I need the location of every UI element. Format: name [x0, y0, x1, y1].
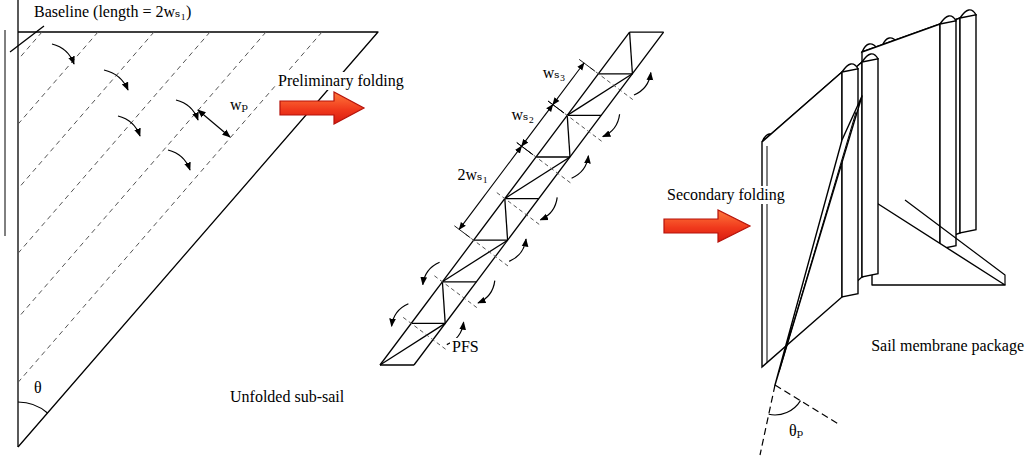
- dimension-label: wₛ₂: [510, 106, 537, 124]
- roll-side: [960, 15, 976, 233]
- fold-arrow: [392, 304, 409, 326]
- step-label: Preliminary folding: [276, 72, 406, 90]
- dimension-tick: [579, 59, 595, 71]
- dimension-label: 2wₛ₁: [456, 166, 491, 184]
- angle-arc: [769, 401, 801, 415]
- strip-edge: [380, 364, 414, 365]
- fold-rung: [505, 198, 539, 199]
- fold-diagonal: [567, 115, 570, 157]
- fold-rung: [567, 115, 601, 116]
- fold-diagonal: [630, 32, 633, 74]
- fold-diagonal: [505, 199, 508, 241]
- strip-edge: [414, 32, 664, 365]
- fold-diagonal: [442, 282, 445, 324]
- fold-rung: [411, 323, 445, 324]
- fold-tick: [466, 234, 509, 266]
- strip-edge: [630, 32, 664, 33]
- fold-line: [18, 32, 98, 124]
- fold-rung: [536, 156, 570, 157]
- fold-arrow: [423, 262, 440, 284]
- dimension-tick: [517, 143, 533, 155]
- folded-roll: [762, 64, 858, 367]
- fold-tick: [403, 317, 446, 349]
- baseline-label: Baseline (length = 2wₛ₁): [32, 3, 193, 21]
- fold-line: [18, 32, 42, 60]
- frame-edge: [5, 30, 6, 236]
- part-label: Sail membrane package: [869, 337, 1026, 355]
- width-label: wₚ: [228, 96, 250, 114]
- fold-arrow: [118, 116, 140, 136]
- angle-line: [775, 385, 840, 425]
- fold-diagonal: [442, 240, 507, 282]
- roll-side: [842, 69, 858, 297]
- process-arrow: [664, 210, 750, 242]
- fold-rung: [598, 73, 632, 74]
- dimension-line: [459, 146, 521, 229]
- dimension-tick: [548, 101, 564, 113]
- roll-face: [762, 72, 842, 367]
- process-arrow: [280, 92, 364, 124]
- fold-line: [18, 32, 266, 318]
- fold-diagonal: [505, 157, 570, 199]
- dimension-tick: [454, 226, 470, 238]
- fold-arrow: [168, 150, 190, 170]
- fold-arrow: [478, 281, 495, 303]
- fold-arrow: [509, 239, 526, 261]
- fold-arrow: [603, 114, 620, 136]
- roll-side: [862, 59, 878, 277]
- part-label: Unfolded sub-sail: [228, 388, 346, 406]
- membrane-crease: [779, 112, 856, 372]
- fold-arrow: [540, 197, 557, 219]
- baseline-marker: [10, 26, 44, 52]
- fold-arrow: [52, 44, 74, 64]
- angle-label: θₚ: [787, 422, 805, 440]
- dimension-tick: [517, 143, 533, 155]
- roll-crease: [767, 146, 768, 363]
- strip-edge: [380, 32, 630, 365]
- fold-arrow: [176, 100, 198, 120]
- roll-side: [940, 21, 956, 249]
- fold-rung: [474, 240, 508, 241]
- sail-edge: [18, 32, 378, 447]
- fold-arrow: [104, 70, 128, 90]
- flat-sheet-edge: [905, 200, 1005, 285]
- step-label: Secondary folding: [665, 186, 787, 204]
- fold-tick: [497, 193, 540, 225]
- sail-edge: [17, 0, 18, 447]
- fold-tick: [559, 109, 602, 141]
- fold-arrow: [634, 73, 651, 95]
- angle-label: θ: [32, 379, 44, 397]
- angle-line: [760, 385, 775, 455]
- width-arrow: [198, 110, 230, 137]
- fold-rung: [442, 281, 476, 282]
- fold-tick: [434, 276, 477, 308]
- fold-arrow: [572, 156, 589, 178]
- fold-tick: [528, 151, 571, 183]
- fold-diagonal: [567, 74, 632, 116]
- angle-arc: [18, 402, 48, 413]
- dimension-tick: [548, 101, 564, 113]
- fold-diagonal: [380, 323, 445, 365]
- fold-line: [18, 32, 210, 253]
- fold-tick: [590, 68, 633, 100]
- fold-line: [18, 32, 154, 189]
- part-label: PFS: [450, 338, 481, 356]
- dimension-label: wₛ₃: [541, 64, 568, 82]
- membrane-triangle: [775, 96, 862, 385]
- flat-sheet: [872, 200, 1005, 285]
